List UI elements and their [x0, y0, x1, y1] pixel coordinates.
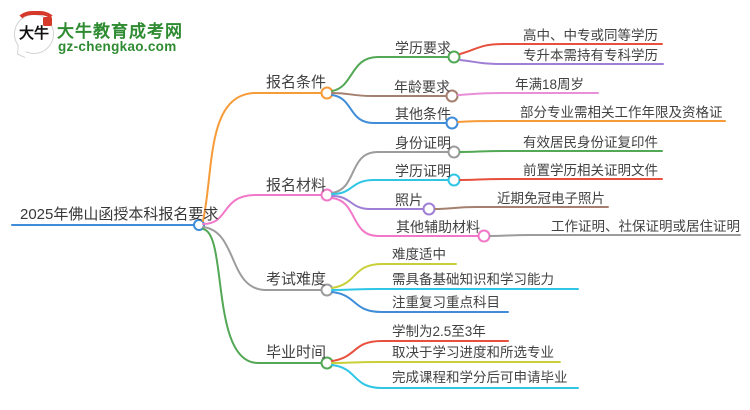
- leaf-label-age18: 年满18周岁: [515, 77, 585, 92]
- node-label-photo: 照片: [395, 192, 423, 208]
- line-other-conditions: [331, 94, 447, 124]
- branch-line-graduation: [202, 228, 322, 364]
- branch-line-materials: [202, 194, 322, 225]
- root-node-label: 2025年佛山函授本科报名要求: [20, 206, 219, 223]
- logo-red-arc-icon: [15, 11, 57, 36]
- leaf-label-moderate: 难度适中: [392, 247, 446, 262]
- leaf-line-prior-edu-docs: [459, 178, 663, 181]
- root-node-circle: [193, 219, 205, 231]
- leaf-line-depends-major: [331, 361, 561, 364]
- leaf-line-work-social-proof: [489, 234, 741, 237]
- branch-label-materials: 报名材料: [266, 177, 327, 194]
- leaf-line-college-degree: [459, 59, 664, 65]
- leaf-label-apply-graduation: 完成课程和学分后可申请毕业: [392, 370, 568, 385]
- leaf-label-prior-edu-docs: 前置学历相关证明文件: [523, 163, 658, 178]
- leaf-line-review-subjects: [331, 291, 509, 313]
- leaf-line-highschool: [459, 43, 663, 55]
- leaf-line-id-copy: [459, 150, 663, 153]
- leaf-label-photo-recent: 近期免冠电子照片: [497, 191, 605, 206]
- node-label-education-req: 学历要求: [395, 40, 451, 56]
- branch-line-difficulty: [202, 226, 322, 291]
- leaf-label-highschool: 高中、中专或同等学历: [523, 28, 658, 43]
- branch-circle-materials: [320, 188, 334, 202]
- branch-label-conditions: 报名条件: [266, 74, 327, 91]
- line-education-req: [331, 56, 449, 92]
- leaf-label-basic-knowledge: 需具备基础知识和学习能力: [392, 272, 554, 287]
- leaf-line-basic-knowledge: [331, 288, 579, 291]
- branch-line-conditions: [202, 92, 322, 222]
- line-photo: [331, 195, 424, 210]
- node-label-edu-proof: 学历证明: [395, 163, 451, 179]
- node-label-id-proof: 身份证明: [395, 135, 451, 151]
- leaf-label-depends-major: 取决于学习进度和所选专业: [392, 345, 554, 360]
- node-label-other-materials: 其他辅助材料: [396, 219, 480, 235]
- line-age-req: [331, 92, 447, 97]
- leaf-label-duration: 学制为2.5至3年: [392, 324, 486, 339]
- leaf-line-moderate: [331, 263, 457, 289]
- node-label-age-req: 年龄要求: [394, 79, 450, 95]
- circle-age-req: [445, 89, 459, 103]
- node-label-other-conditions: 其他条件: [395, 106, 451, 122]
- branch-label-graduation: 毕业时间: [266, 344, 327, 361]
- leaf-label-college-degree: 专升本需持有专科学历: [523, 48, 658, 63]
- line-other-materials: [331, 197, 479, 237]
- line-id-proof: [331, 151, 449, 194]
- circle-other-materials: [477, 229, 491, 243]
- leaf-line-age18: [457, 92, 599, 96]
- leaf-line-work-years: [457, 120, 726, 123]
- logo-seal-icon: [43, 17, 52, 26]
- leaf-line-duration: [331, 340, 509, 362]
- branch-label-difficulty: 考试难度: [266, 271, 327, 288]
- site-logo: 大牛 大牛教育成考网 gz-chengkao.com: [0, 0, 230, 70]
- leaf-label-work-social-proof: 工作证明、社保证明或居住证明: [551, 219, 740, 234]
- logo-mark-text: 大牛: [18, 26, 49, 42]
- circle-other-conditions: [445, 116, 459, 130]
- leaf-label-id-copy: 有效居民身份证复印件: [523, 135, 658, 150]
- leaf-label-work-years: 部分专业需相关工作年限及资格证: [520, 105, 723, 120]
- logo-title: 大牛教育成考网: [57, 22, 183, 41]
- leaf-line-apply-graduation: [331, 364, 579, 389]
- line-edu-proof: [331, 179, 449, 195]
- leaf-line-photo-recent: [434, 206, 609, 210]
- leaf-label-review-subjects: 注重复习重点科目: [392, 295, 500, 310]
- circle-photo: [422, 202, 436, 216]
- logo-url: gz-chengkao.com: [58, 39, 177, 54]
- circle-education-req: [447, 50, 461, 64]
